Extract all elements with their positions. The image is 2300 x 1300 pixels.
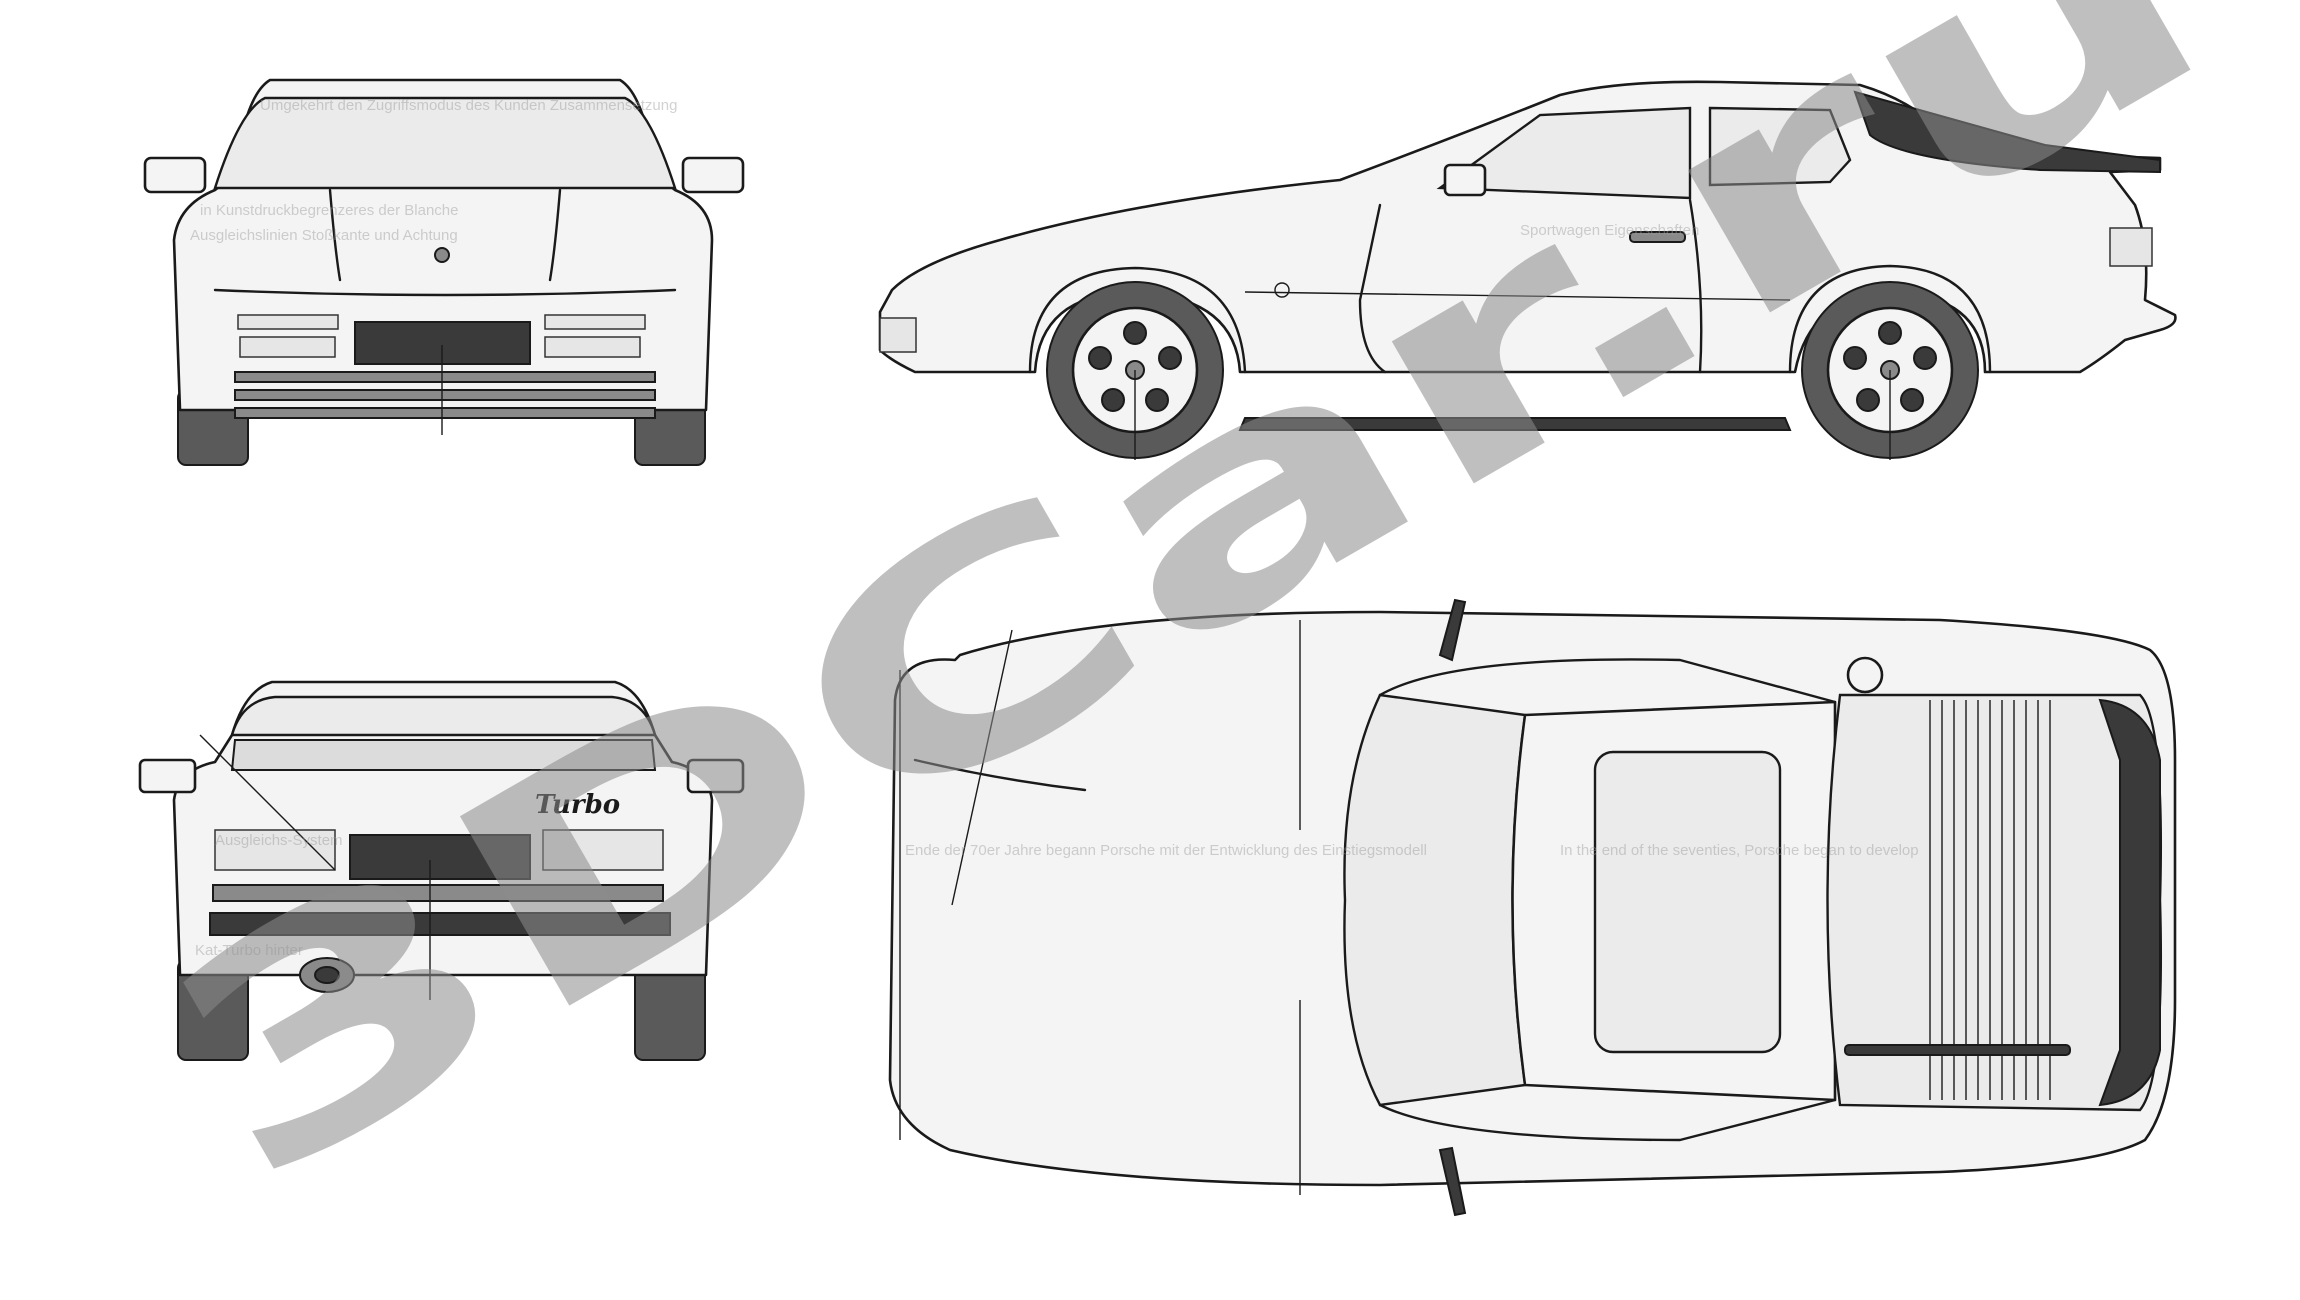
side-rear-quarter-window bbox=[1708, 106, 1852, 187]
top-rear-spoiler bbox=[2098, 698, 2161, 1107]
rear-spoiler bbox=[1853, 90, 2161, 174]
svg-text:Sportwagen Eigenschaften: Sportwagen Eigenschaften bbox=[1520, 222, 1699, 239]
door-handle bbox=[1629, 231, 1686, 243]
side-rear-light bbox=[2109, 227, 2153, 267]
side-mirror bbox=[1443, 163, 1487, 197]
svg-text:Ende der 70er Jahre begann Por: Ende der 70er Jahre begann Porsche mit d… bbox=[905, 842, 1427, 859]
front-grille-slat-2 bbox=[234, 389, 656, 401]
rear-right-taillight bbox=[542, 829, 664, 871]
rear-wiper bbox=[1844, 1044, 2071, 1056]
side-sill bbox=[1238, 417, 1792, 431]
side-front-indicator bbox=[879, 317, 917, 353]
rear-wing bbox=[230, 739, 657, 771]
top-windshield bbox=[1343, 693, 1527, 1107]
rear-window bbox=[230, 695, 657, 737]
side-rubbing-strip bbox=[1244, 291, 1791, 301]
top-sunroof bbox=[1593, 750, 1782, 1054]
side-view: Sportwagen Eigenschaften bbox=[878, 80, 2177, 460]
svg-text:Ausgleichslinien Stoßkante und: Ausgleichslinien Stoßkante und Achtung bbox=[190, 227, 458, 244]
rear-right-mirror bbox=[686, 758, 745, 794]
door-outline bbox=[1358, 198, 1703, 374]
front-grille-slat-3 bbox=[234, 407, 656, 419]
front-right-light bbox=[544, 314, 646, 330]
hood-line-left bbox=[328, 188, 342, 282]
front-grille-slat-1 bbox=[234, 371, 656, 383]
top-a-pillar-lower bbox=[1378, 1098, 1837, 1142]
svg-text:In the end of the seventies, P: In the end of the seventies, Porsche beg… bbox=[1560, 842, 1919, 859]
rear-bumper bbox=[209, 912, 671, 936]
front-left-light bbox=[237, 314, 339, 330]
top-view: Ende der 70er Jahre begann Porsche mit d… bbox=[888, 598, 2177, 1217]
rear-left-mirror bbox=[138, 758, 197, 794]
top-left-mirror bbox=[1438, 598, 1467, 662]
porsche-crest-icon bbox=[434, 247, 450, 263]
front-left-indicator bbox=[239, 336, 336, 358]
top-bonnet-line bbox=[913, 758, 1087, 792]
front-wheel-arch bbox=[1028, 266, 1247, 374]
rear-license-plate bbox=[349, 834, 531, 880]
top-a-pillar-upper bbox=[1378, 658, 1837, 704]
svg-text:Umgekehrt den Zugriffsmodus de: Umgekehrt den Zugriffsmodus des Kunden Z… bbox=[260, 97, 677, 114]
front-right-mirror bbox=[681, 156, 745, 194]
side-door-window bbox=[1436, 106, 1692, 200]
rear-diagonal-leader bbox=[199, 734, 336, 871]
svg-text:Ausgleichs-System: Ausgleichs-System bbox=[215, 832, 343, 849]
rear-reflector-strip bbox=[212, 884, 664, 902]
front-view: Umgekehrt den Zugriffsmodus des Kunden Z… bbox=[143, 78, 745, 466]
svg-text:in Kunstdruckbegrenzeres der B: in Kunstdruckbegrenzeres der Blanche bbox=[200, 202, 459, 219]
fuel-cap bbox=[1274, 282, 1290, 298]
hood-line-right bbox=[548, 188, 562, 282]
hood-base bbox=[213, 288, 677, 297]
svg-text:Kat-Turbo hinter: Kat-Turbo hinter bbox=[195, 942, 303, 959]
rear-wheel-arch bbox=[1788, 264, 1992, 374]
front-left-mirror bbox=[143, 156, 207, 194]
rear-view: Turbo Ausgleichs-System Kat-Turbo hinter bbox=[138, 680, 745, 1061]
top-fuel-cap bbox=[1846, 656, 1884, 694]
top-right-mirror bbox=[1438, 1146, 1467, 1217]
turbo-badge: Turbo bbox=[535, 790, 620, 820]
top-front-leader bbox=[951, 629, 1013, 906]
front-right-indicator bbox=[544, 336, 641, 358]
front-windshield bbox=[213, 96, 677, 190]
rear-window-heater-lines bbox=[1929, 700, 2051, 1100]
